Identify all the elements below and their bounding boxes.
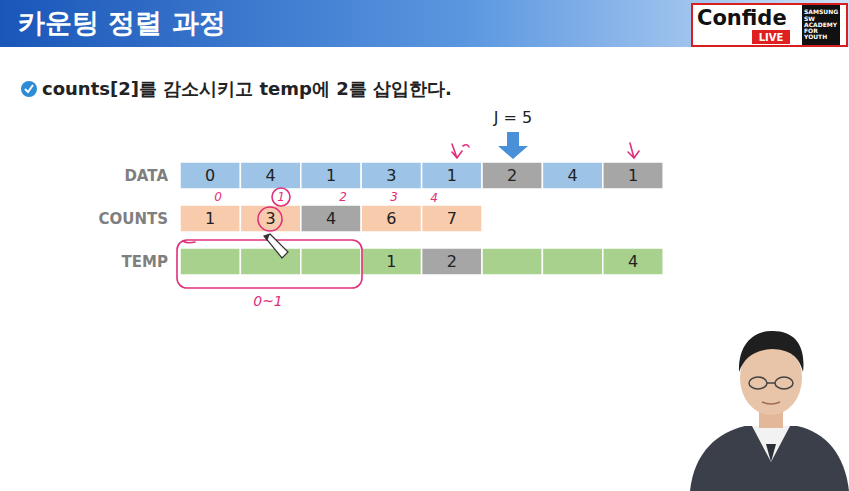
array-cell: [180, 162, 240, 189]
array-cell: [180, 205, 240, 232]
array-cell-value: 1: [603, 162, 663, 189]
hand-mark: [463, 145, 469, 147]
array-cell: [542, 162, 602, 189]
array-cell-value: 3: [240, 205, 300, 232]
pencil-cursor: [264, 234, 288, 258]
array-cell-value: 1: [361, 248, 421, 275]
check-mark: [25, 85, 33, 92]
array-cell: [542, 248, 602, 275]
hand-bracket: [177, 240, 362, 288]
array-cell-value: 6: [361, 205, 421, 232]
array-cell: [422, 205, 482, 232]
array-cell-value: 1: [301, 162, 361, 189]
array-cell: [361, 248, 421, 275]
row-label: COUNTS: [88, 205, 168, 232]
hand-arrow: [628, 143, 639, 158]
hand-mark: [183, 241, 195, 243]
handwritten-note: 4: [419, 191, 449, 205]
handwritten-note: 1: [266, 190, 296, 204]
confidential-mark: Confide: [697, 5, 801, 31]
array-cell: [301, 205, 361, 232]
array-cell-value: 1: [422, 162, 482, 189]
array-cell-value: 4: [301, 205, 361, 232]
handwritten-note: 2: [328, 190, 358, 204]
array-cell-value: 2: [482, 162, 542, 189]
bullet-text: counts[2]를 감소시키고 temp에 2를 삽입한다.: [42, 76, 642, 102]
array-cell-value: 3: [361, 162, 421, 189]
array-cell-value: 0: [180, 162, 240, 189]
loop-index: J = 5: [483, 106, 543, 128]
array-cell: [603, 162, 663, 189]
array-cell: [603, 248, 663, 275]
array-cell: [240, 248, 300, 275]
title-bar: [0, 0, 849, 47]
array-cell: [422, 162, 482, 189]
hand-arrow: [452, 144, 462, 158]
handwritten-note: 0: [203, 190, 233, 204]
array-cell: [180, 248, 240, 275]
array-cell: [482, 248, 542, 275]
confidential-box: [692, 4, 847, 46]
live-badge: LIVE: [752, 30, 790, 44]
array-cell: [482, 162, 542, 189]
array-cell: [422, 248, 482, 275]
array-cell: [301, 162, 361, 189]
index-arrow: [498, 132, 528, 159]
array-cell-value: 4: [542, 162, 602, 189]
array-cell-value: 7: [422, 205, 482, 232]
array-cell-value: 4: [240, 162, 300, 189]
academy-logo: SAMSUNG SW ACADEMY FOR YOUTH: [802, 5, 840, 45]
array-cell-value: 2: [422, 248, 482, 275]
array-cell-value: 4: [603, 248, 663, 275]
handwritten-note: 3: [379, 190, 409, 204]
row-label: TEMP: [88, 248, 168, 275]
array-cell: [240, 162, 300, 189]
array-cell: [361, 205, 421, 232]
array-cell: [361, 162, 421, 189]
array-cell: [240, 205, 300, 232]
array-cell-value: 1: [180, 205, 240, 232]
handwritten-note: 0~1: [245, 292, 291, 310]
check-icon: [21, 81, 37, 97]
slide-title: 카운팅 정렬 과정: [18, 3, 618, 43]
row-label: DATA: [88, 162, 168, 189]
array-cell: [301, 248, 361, 275]
presenter-photo: [690, 331, 849, 491]
